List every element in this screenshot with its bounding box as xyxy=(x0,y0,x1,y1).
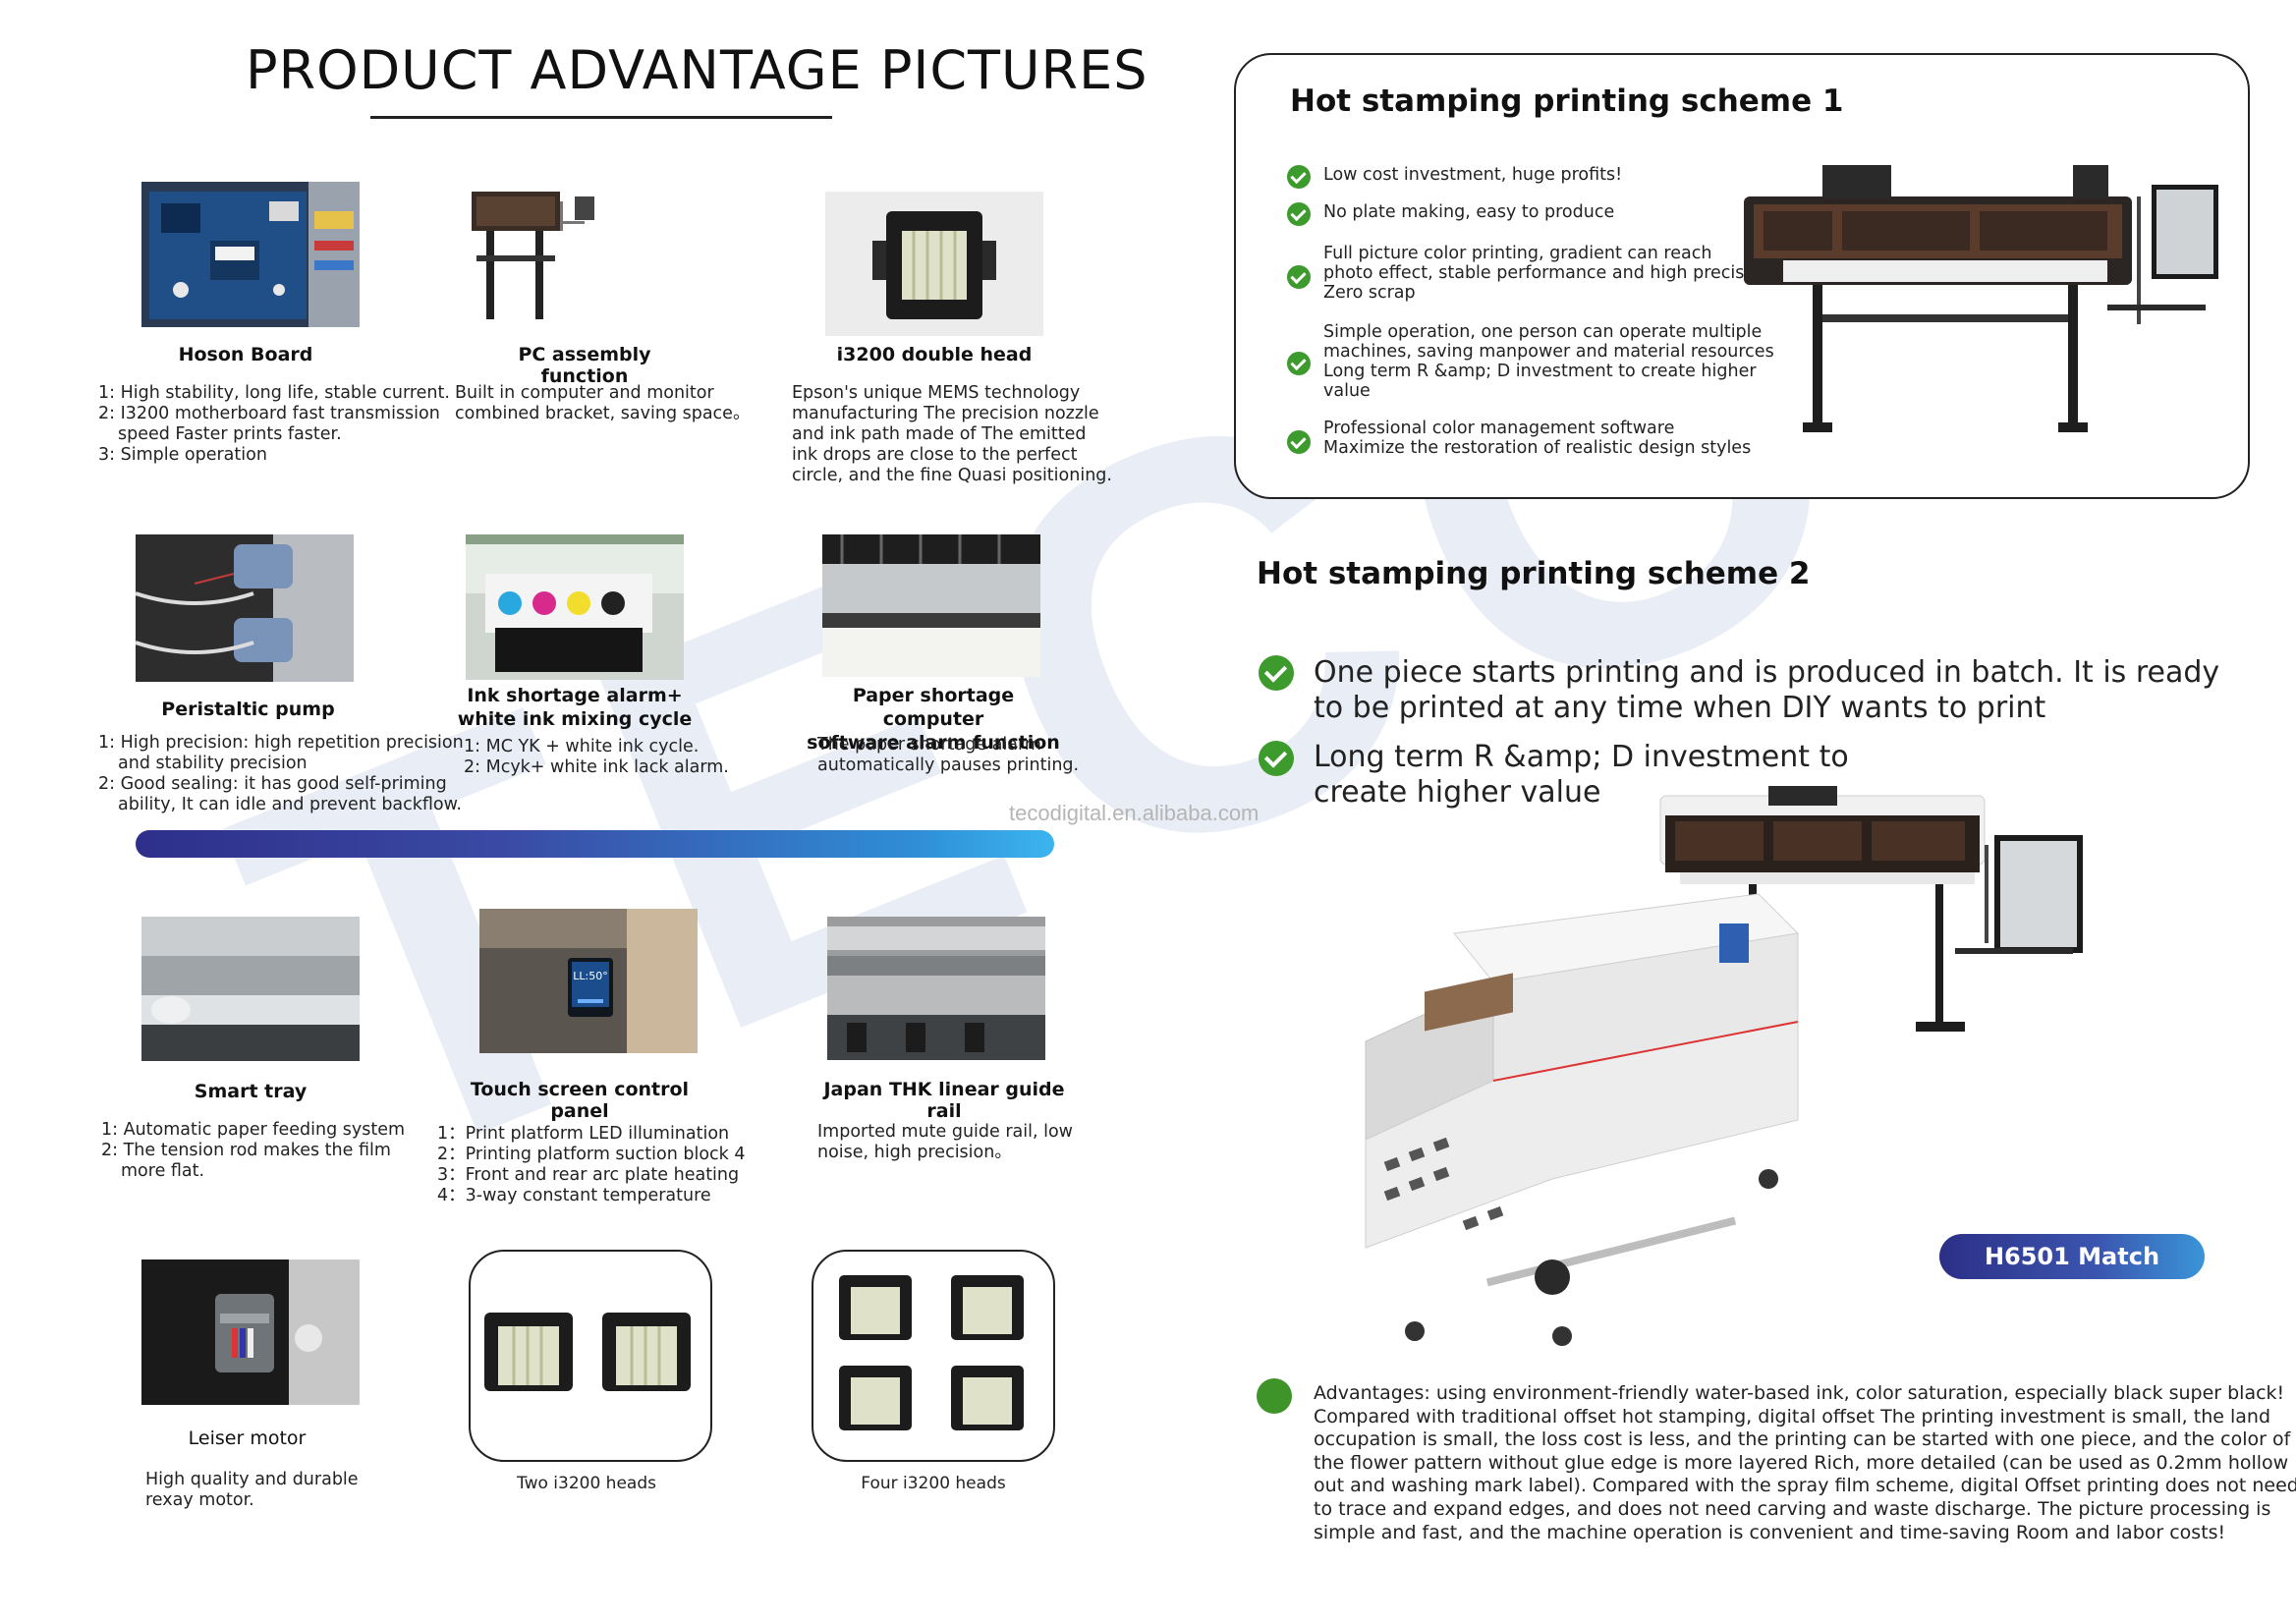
i3200-head-caption: i3200 double head xyxy=(836,344,1033,365)
hoson-board-description: 1: High stability, long life, stable cur… xyxy=(98,383,450,465)
two-printheads-icon xyxy=(484,1313,691,1391)
scheme2-item-1: One piece starts printing and is produce… xyxy=(1314,655,2220,725)
model-badge: H6501 Match A6202 xyxy=(1939,1234,2205,1315)
linear-guide-rail-caption: Japan THK linear guide rail xyxy=(823,1079,1065,1122)
printer-and-powder-shaker-image xyxy=(1307,786,2093,1366)
linear-guide-rail-photo xyxy=(827,917,1045,1060)
scheme1-item-5: Professional color management software M… xyxy=(1323,419,1752,458)
title-underline xyxy=(370,116,832,119)
two-heads-box xyxy=(469,1250,712,1462)
check-icon xyxy=(1287,352,1311,375)
touch-screen-description: 1：Print platform LED illumination 2：Prin… xyxy=(437,1124,746,1205)
page-title: PRODUCT ADVANTAGE PICTURES xyxy=(246,39,1148,101)
scheme1-item-3: Full picture color printing, gradient ca… xyxy=(1323,244,1771,303)
smart-tray-caption: Smart tray xyxy=(194,1081,308,1102)
pc-assembly-caption: PC assembly function xyxy=(518,344,651,387)
two-heads-caption: Two i3200 heads xyxy=(517,1474,656,1493)
check-icon xyxy=(1259,741,1294,776)
scheme2-item-2: Long term R &amp; D investment to create… xyxy=(1314,740,1849,810)
ink-shortage-alarm-photo xyxy=(466,534,684,680)
check-icon xyxy=(1259,655,1294,691)
leiser-motor-description: High quality and durable rexay motor. xyxy=(145,1470,359,1510)
scheme1-item-1: Low cost investment, huge profits! xyxy=(1323,165,1623,185)
paper-shortage-caption: Paper shortage computer software alarm f… xyxy=(807,685,1060,754)
check-icon xyxy=(1287,430,1311,454)
i3200-head-description: Epson's unique MEMS technology manufactu… xyxy=(792,383,1112,485)
pc-assembly-description: Built in computer and monitor combined b… xyxy=(455,383,751,423)
website-url: tecodigital.en.alibaba.com xyxy=(1009,801,1260,825)
linear-guide-rail-description: Imported mute guide rail, low noise, hig… xyxy=(817,1122,1073,1162)
scheme1-item-4: Simple operation, one person can operate… xyxy=(1323,322,1774,401)
scheme2-title: Hot stamping printing scheme 2 xyxy=(1257,556,1811,591)
leiser-motor-caption: Leiser motor xyxy=(188,1427,307,1449)
scheme1-item-2: No plate making, easy to produce xyxy=(1323,202,1615,222)
peristaltic-pump-description: 1: High precision: high repetition preci… xyxy=(98,733,464,814)
check-icon xyxy=(1287,265,1311,289)
hoson-board-photo xyxy=(141,182,360,327)
four-heads-caption: Four i3200 heads xyxy=(861,1474,1006,1493)
peristaltic-pump-caption: Peristaltic pump xyxy=(161,699,335,720)
touch-screen-caption: Touch screen control panel xyxy=(470,1079,690,1122)
section-divider-bar xyxy=(136,830,1054,858)
dtf-printer-image xyxy=(1744,157,2225,452)
screen-readout: LL:50° xyxy=(573,970,607,982)
paper-shortage-description: The paper shortage alarm automatically p… xyxy=(817,735,1080,775)
ink-shortage-alarm-description: 1: MC YK + white ink cycle. 2: Mcyk+ whi… xyxy=(464,737,729,777)
pc-assembly-photo xyxy=(467,187,604,324)
smart-tray-photo xyxy=(141,917,360,1061)
hoson-board-caption: Hoson Board xyxy=(178,344,313,365)
paper-shortage-photo xyxy=(822,534,1040,677)
i3200-head-photo xyxy=(825,192,1043,336)
scheme1-title: Hot stamping printing scheme 1 xyxy=(1290,84,1844,119)
ink-shortage-alarm-caption: Ink shortage alarm+ white ink mixing cyc… xyxy=(457,685,693,730)
leiser-motor-photo xyxy=(141,1259,360,1405)
check-icon xyxy=(1287,202,1311,226)
four-heads-box xyxy=(812,1250,1055,1462)
check-icon xyxy=(1287,165,1311,189)
bullet-icon xyxy=(1257,1378,1292,1414)
four-printheads-icon xyxy=(839,1275,1024,1430)
peristaltic-pump-photo xyxy=(136,534,354,682)
smart-tray-description: 1: Automatic paper feeding system 2: The… xyxy=(101,1120,406,1181)
touch-screen-photo: LL:50° xyxy=(479,909,698,1053)
advantages-paragraph: Advantages: using environment-friendly w… xyxy=(1314,1382,2296,1543)
